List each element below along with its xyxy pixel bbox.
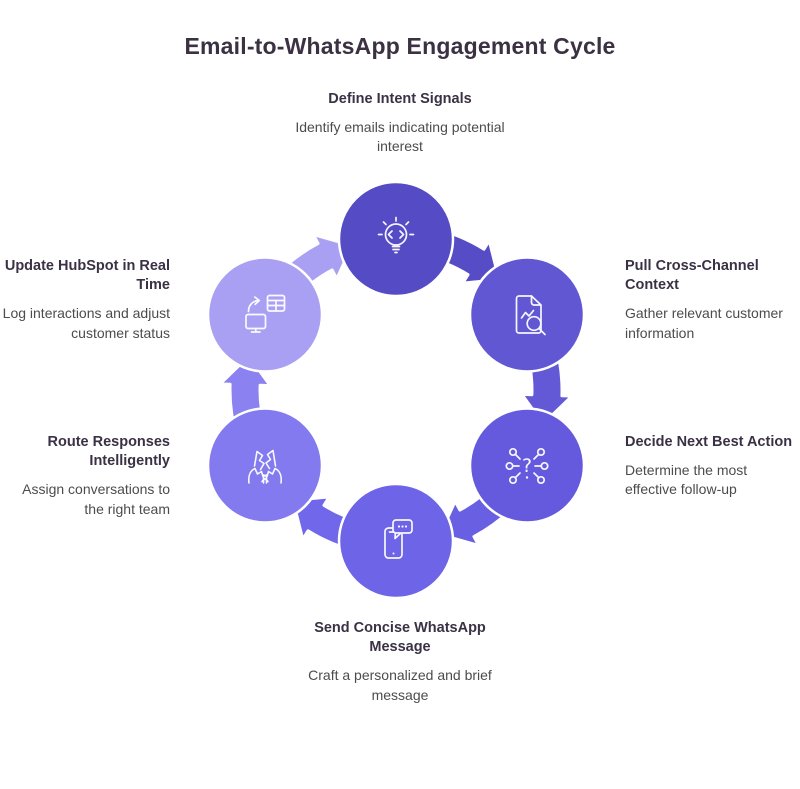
hands-torn-paper-icon [247, 449, 283, 484]
svg-text:?: ? [522, 455, 532, 477]
node-title: Decide Next Best Action [625, 434, 793, 450]
page-title: Email-to-WhatsApp Engagement Cycle [184, 33, 616, 59]
decision-network-icon: ? [505, 447, 549, 485]
node-label-update-hubspot-in-real-time: Update HubSpot in Real Time Log interact… [0, 257, 170, 343]
node-description: Craft a personalized and brief message [308, 667, 492, 703]
node-circle [206, 407, 324, 524]
node-circle [468, 407, 586, 524]
lightbulb-code-icon [377, 216, 415, 254]
node-description: Log interactions and adjust customer sta… [2, 305, 170, 341]
node-title: Route Responses Intelligently [47, 434, 170, 470]
node-label-pull-cross-channel-context: Pull Cross-Channel Context Gather releva… [625, 257, 795, 343]
node-title: Define Intent Signals [328, 91, 472, 107]
document-search-icon [515, 295, 546, 336]
phone-chat-icon [384, 519, 413, 559]
node-description: Determine the most effective follow-up [625, 462, 748, 498]
sync-monitor-table-icon [245, 294, 286, 333]
cycle-node-update-hubspot-in-real-time [206, 256, 324, 373]
node-title: Send Concise WhatsApp Message [314, 620, 486, 656]
node-label-route-responses-intelligently: Route Responses Intelligently Assign con… [0, 433, 170, 519]
node-description: Identify emails indicating potential int… [295, 119, 505, 155]
node-circle [337, 180, 455, 298]
node-description: Assign conversations to the right team [22, 481, 170, 517]
node-description: Gather relevant customer information [625, 305, 783, 341]
cycle-node-define-intent-signals [337, 180, 455, 298]
node-label-define-intent-signals: Define Intent Signals Identify emails in… [280, 90, 520, 157]
node-label-decide-next-best-action: Decide Next Best Action Determine the mo… [625, 433, 800, 500]
cycle-node-route-responses-intelligently [206, 407, 324, 524]
node-circle [337, 482, 455, 600]
cycle-node-pull-cross-channel-context [468, 256, 586, 373]
cycle-node-decide-next-best-action: ? [468, 407, 586, 524]
node-title: Update HubSpot in Real Time [4, 258, 170, 294]
node-label-send-concise-whatsapp-message: Send Concise WhatsApp Message Craft a pe… [285, 619, 515, 705]
node-title: Pull Cross-Channel Context [625, 258, 759, 294]
cycle-node-send-concise-whatsapp-message [337, 482, 455, 600]
